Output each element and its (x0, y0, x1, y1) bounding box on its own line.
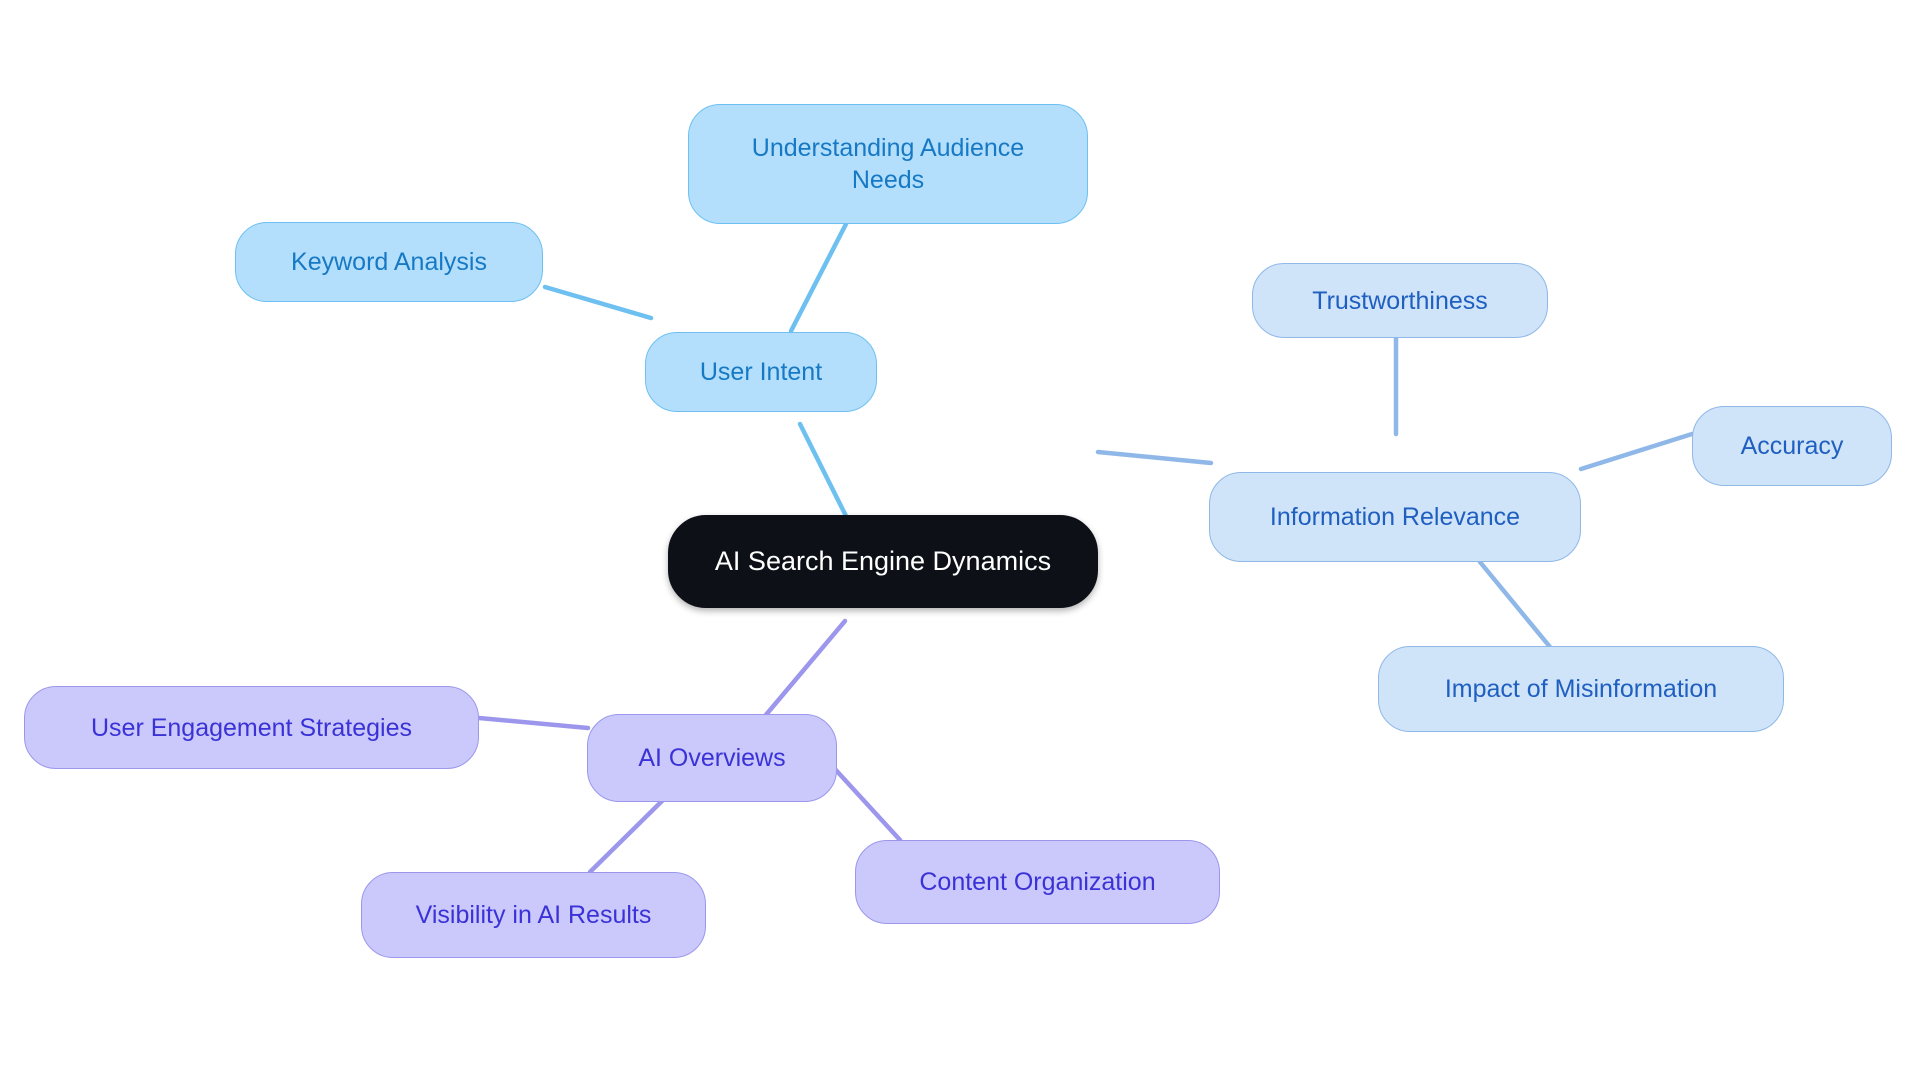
edge-ai-overviews-to-visibility-in-ai-results (587, 797, 666, 875)
node-understanding-audience-needs[interactable]: Understanding Audience Needs (688, 104, 1088, 224)
node-ai-overviews[interactable]: AI Overviews (587, 714, 837, 802)
node-content-organization[interactable]: Content Organization (855, 840, 1220, 924)
node-root[interactable]: AI Search Engine Dynamics (668, 515, 1098, 608)
node-user-engagement-strategies[interactable]: User Engagement Strategies (24, 686, 479, 769)
edge-ai-overviews-to-content-organization (831, 765, 903, 843)
edge-information-relevance-to-impact-of-misinformation (1477, 559, 1553, 650)
node-trustworthiness[interactable]: Trustworthiness (1252, 263, 1548, 338)
edge-root-to-ai-overviews (762, 618, 848, 719)
node-information-relevance[interactable]: Information Relevance (1209, 472, 1581, 562)
edge-root-to-information-relevance (1095, 449, 1214, 466)
node-keyword-analysis[interactable]: Keyword Analysis (235, 222, 543, 302)
node-accuracy[interactable]: Accuracy (1692, 406, 1892, 486)
node-visibility-in-ai-results[interactable]: Visibility in AI Results (361, 872, 706, 958)
edge-user-intent-to-keyword-analysis (542, 284, 654, 321)
node-user-intent[interactable]: User Intent (645, 332, 877, 412)
edge-information-relevance-to-accuracy (1578, 431, 1695, 472)
edge-user-intent-to-understanding-audience-needs (788, 221, 849, 334)
node-impact-of-misinformation[interactable]: Impact of Misinformation (1378, 646, 1784, 732)
edge-root-to-user-intent (797, 421, 849, 519)
edge-ai-overviews-to-user-engagement-strategies (476, 715, 591, 731)
